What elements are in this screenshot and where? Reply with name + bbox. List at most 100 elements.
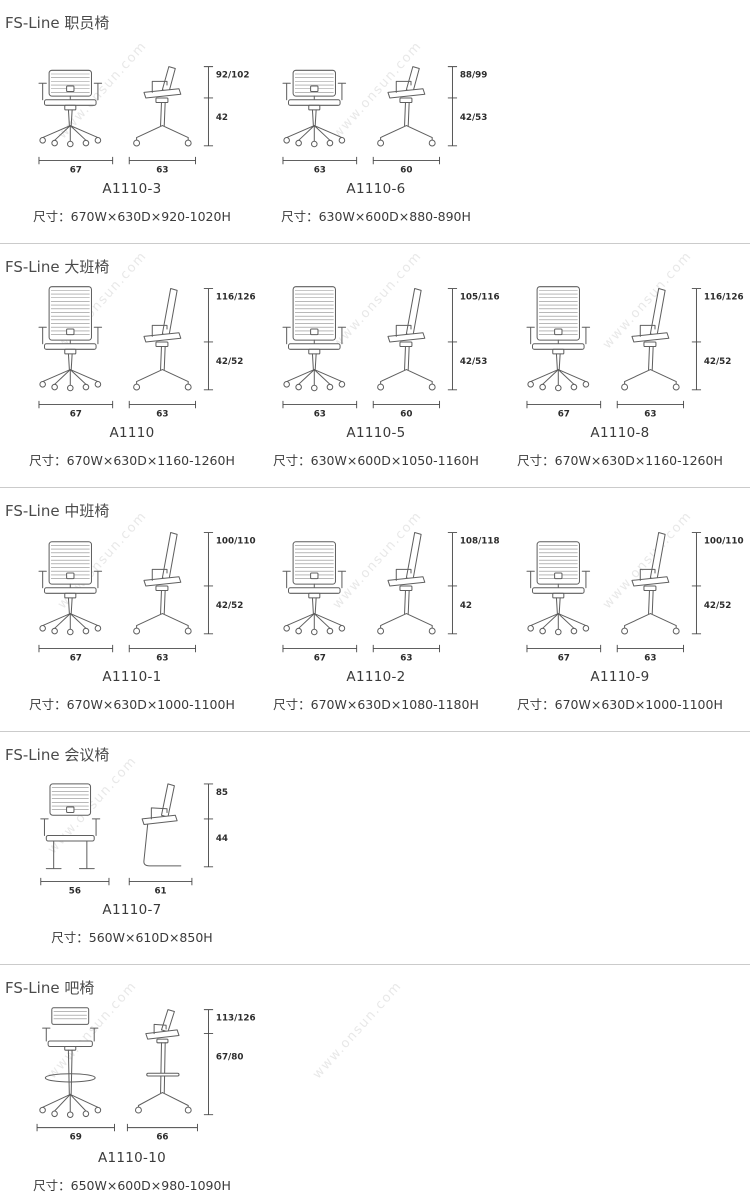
width-dimension-front: 67 [38, 400, 114, 420]
size-spec: 尺寸：650W×600D×980-1090H [33, 1178, 231, 1193]
width-dimension-side: 63 [616, 400, 685, 420]
product-card: 85 44 56 61 A1110-7 尺寸：560W×610D×850H [26, 771, 238, 946]
height-dimension: 85 44 [203, 783, 228, 868]
height-lower-label: 42/53 [460, 357, 488, 367]
height-dimension: 88/99 42/53 [447, 66, 488, 147]
height-lower-label: 42 [460, 601, 472, 611]
chair-technical-drawing: 88/99 42/53 63 60 [282, 66, 487, 176]
height-dimension: 100/110 42/52 [203, 532, 256, 635]
model-code: A1110-10 [97, 1150, 167, 1166]
width-front-label: 56 [69, 887, 81, 897]
model-code: A1110-9 [590, 669, 650, 685]
chair-front-view [526, 286, 591, 392]
width-side-label: 63 [156, 410, 168, 420]
chair-technical-drawing: 108/118 42 67 63 [282, 532, 500, 664]
chair-technical-drawing: 116/126 42/52 67 63 [38, 286, 256, 420]
product-row: 92/102 42 67 63 A1110-3 尺寸：670W×630D×920… [0, 35, 750, 233]
chair-front-view [38, 541, 103, 636]
height-dimension: 105/116 42/53 [447, 288, 500, 391]
chair-technical-drawing: 113/126 67/80 69 66 [36, 1007, 256, 1143]
height-dimension: 116/126 42/52 [691, 288, 744, 391]
chair-side-view [621, 532, 680, 635]
width-front-label: 67 [314, 654, 326, 664]
size-spec: 尺寸：670W×630D×1160-1260H [29, 453, 235, 468]
section-divider [0, 243, 750, 244]
width-dimension-front: 67 [526, 400, 602, 420]
chair-side-view [133, 288, 192, 391]
width-side-label: 60 [400, 166, 412, 176]
height-upper-label: 88/99 [460, 71, 488, 81]
height-upper-label: 92/102 [216, 71, 250, 81]
height-dimension: 92/102 42 [203, 66, 250, 147]
height-lower-label: 44 [216, 834, 228, 844]
height-upper-label: 105/116 [460, 293, 500, 303]
model-code: A1110-6 [346, 181, 406, 197]
section-title: FS-Line 职员椅 [5, 14, 110, 32]
width-dimension-side: 63 [128, 644, 197, 664]
height-dimension: 113/126 67/80 [203, 1009, 256, 1116]
product-card: 116/126 42/52 67 63 A1110 尺寸：670W×630D×1… [26, 283, 256, 469]
height-lower-label: 42/53 [460, 113, 488, 123]
width-dimension-front: 67 [38, 156, 114, 176]
model-code: A1110-8 [590, 425, 650, 441]
width-dimension-side: 63 [372, 644, 441, 664]
product-row: 100/110 42/52 67 63 A1110-1 尺寸：670W×630D… [0, 523, 750, 721]
width-dimension-side: 60 [372, 400, 441, 420]
width-dimension-side: 63 [128, 400, 197, 420]
height-upper-label: 108/118 [460, 537, 500, 547]
size-spec: 尺寸：670W×630D×1080-1180H [273, 697, 479, 712]
chair-front-view [38, 69, 103, 148]
size-spec: 尺寸：670W×630D×920-1020H [33, 209, 231, 224]
size-spec: 尺寸：670W×630D×1000-1100H [29, 697, 235, 712]
width-dimension-front: 67 [38, 644, 114, 664]
height-lower-label: 42/52 [216, 357, 244, 367]
chair-side-view [621, 288, 680, 391]
width-side-label: 63 [156, 166, 168, 176]
chair-front-view [282, 541, 347, 636]
chair-front-view [282, 286, 347, 392]
width-dimension-side: 66 [126, 1123, 198, 1143]
chair-front-view [39, 1007, 102, 1118]
product-row: 113/126 67/80 69 66 A1110-10 尺寸：650W×600… [0, 1000, 750, 1202]
product-card: 100/110 42/52 67 63 A1110-9 尺寸：670W×630D… [514, 527, 744, 713]
width-side-label: 66 [156, 1133, 168, 1143]
width-dimension-front: 56 [40, 877, 110, 897]
width-dimension-front: 63 [282, 400, 358, 420]
width-front-label: 63 [314, 410, 326, 420]
chair-side-view [133, 532, 192, 635]
width-side-label: 63 [400, 654, 412, 664]
size-spec: 尺寸：670W×630D×1000-1100H [517, 697, 723, 712]
section-title: FS-Line 大班椅 [5, 258, 110, 276]
width-side-label: 63 [644, 410, 656, 420]
width-dimension-side: 61 [128, 877, 193, 897]
chair-technical-drawing: 100/110 42/52 67 63 [38, 532, 256, 664]
height-upper-label: 116/126 [704, 293, 744, 303]
width-front-label: 69 [70, 1133, 82, 1143]
height-upper-label: 116/126 [216, 293, 256, 303]
width-dimension-side: 63 [616, 644, 685, 664]
width-side-label: 60 [400, 410, 412, 420]
height-dimension: 108/118 42 [447, 532, 500, 635]
chair-technical-drawing: 92/102 42 67 63 [38, 66, 249, 176]
product-card: 105/116 42/53 63 60 A1110-5 尺寸：630W×600D… [270, 283, 500, 469]
chair-side-view [377, 288, 436, 391]
height-dimension: 100/110 42/52 [691, 532, 744, 635]
width-front-label: 63 [314, 166, 326, 176]
section-conference-chairs: FS-Line 会议椅 85 44 56 61 A1 [0, 744, 750, 965]
height-upper-label: 100/110 [704, 537, 744, 547]
width-dimension-front: 67 [282, 644, 358, 664]
section-title: FS-Line 吧椅 [5, 979, 95, 997]
model-code: A1110-1 [102, 669, 162, 685]
chair-side-view [134, 1009, 192, 1114]
width-front-label: 67 [558, 654, 570, 664]
product-card: 116/126 42/52 67 63 A1110-8 尺寸：670W×630D… [514, 283, 744, 469]
chair-side-view [377, 532, 436, 635]
section-title: FS-Line 会议椅 [5, 746, 110, 764]
product-card: 108/118 42 67 63 A1110-2 尺寸：670W×630D×10… [270, 527, 500, 713]
model-code: A1110 [109, 425, 155, 441]
chair-side-view [133, 66, 192, 147]
height-lower-label: 42 [216, 113, 228, 123]
width-side-label: 63 [156, 654, 168, 664]
model-code: A1110-7 [102, 902, 162, 918]
size-spec: 尺寸：630W×600D×880-890H [281, 209, 471, 224]
